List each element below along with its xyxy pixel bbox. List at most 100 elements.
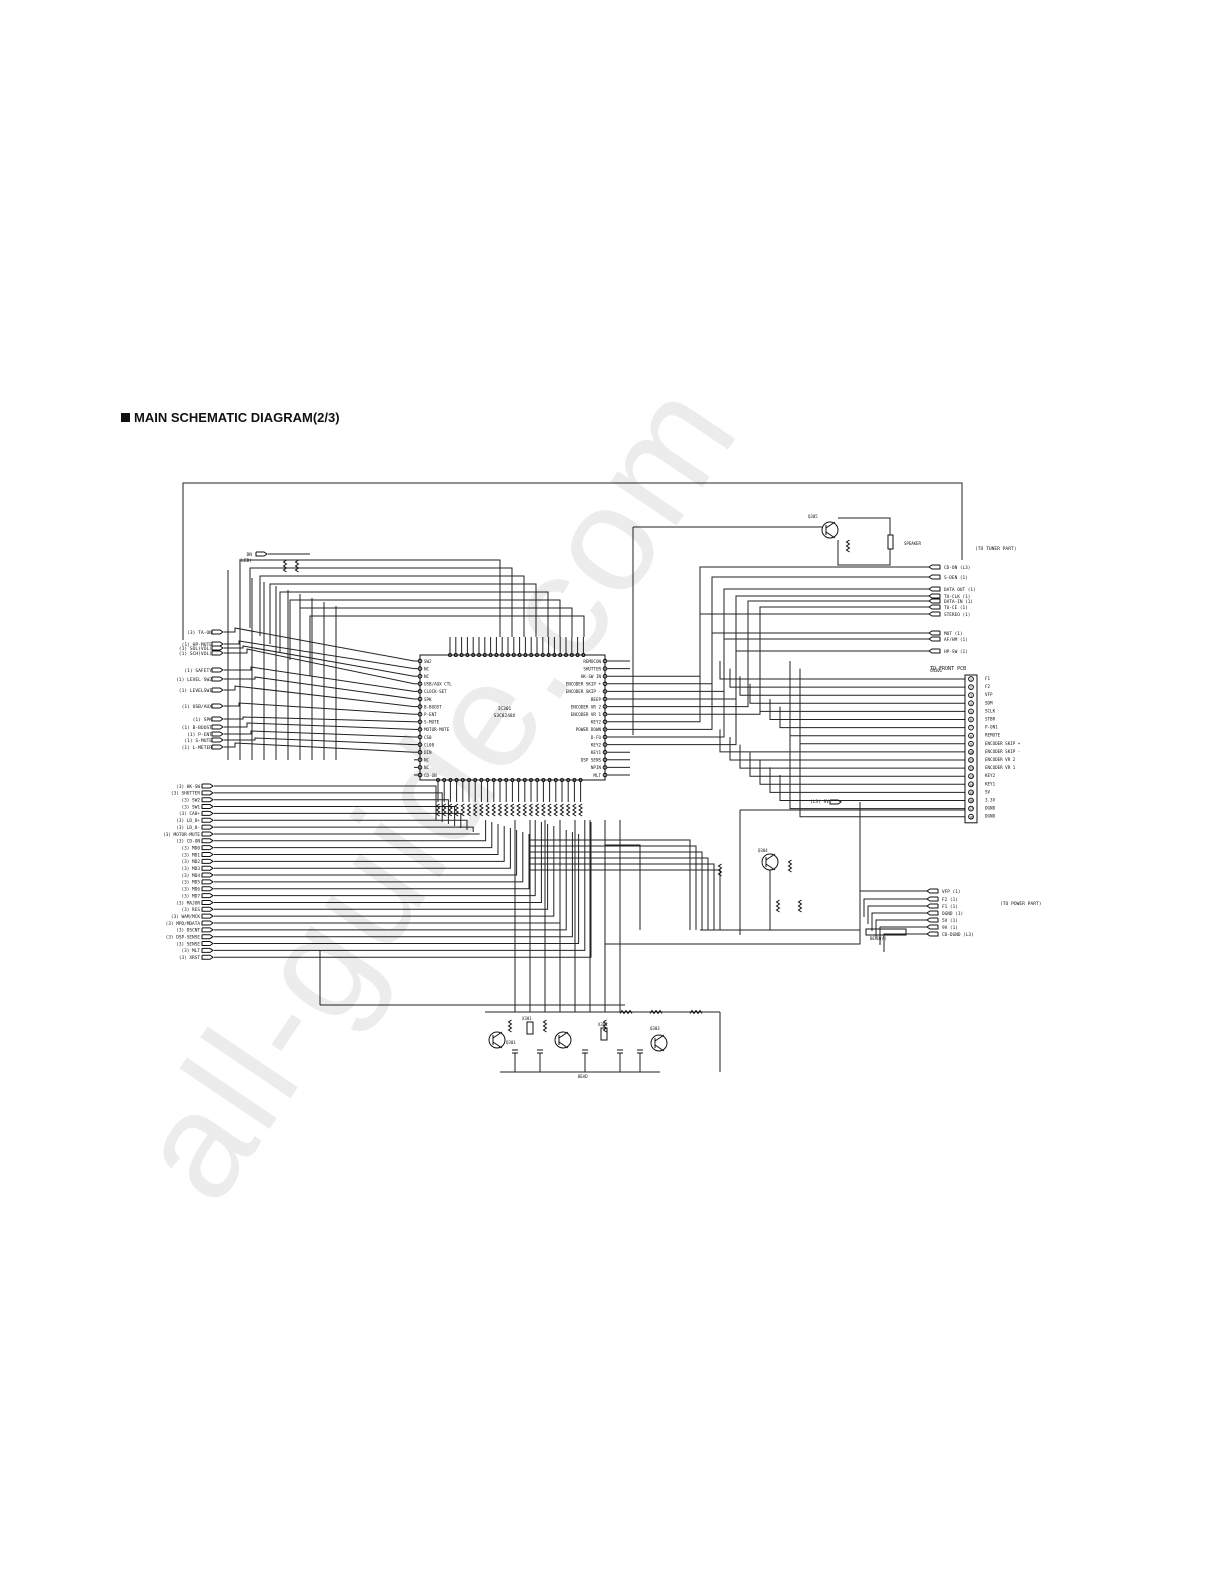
connector-tag	[928, 604, 941, 610]
connector-tag	[201, 920, 214, 926]
connector-tag	[201, 941, 214, 947]
connector-tag	[926, 931, 939, 937]
connector-pin	[968, 757, 974, 763]
ic-pin	[564, 653, 568, 657]
connector-pin	[968, 773, 974, 780]
connector-tag	[201, 906, 214, 912]
transistor-q301	[488, 1031, 506, 1049]
ic-pin-label: MOTOR-MUTE	[424, 727, 450, 732]
resistor	[559, 803, 565, 817]
transistor-collector	[654, 1034, 665, 1042]
signal-wire	[214, 828, 511, 869]
resistor	[775, 899, 781, 913]
ic-pin	[417, 727, 423, 732]
x302-label: X302	[598, 1022, 608, 1027]
component-layer	[201, 521, 978, 1054]
ic-pin	[602, 719, 608, 725]
connector-tag	[928, 586, 941, 592]
front-wire	[779, 775, 965, 801]
ic-pin-label: CS0	[424, 735, 432, 740]
led-label: (LED)	[238, 558, 252, 564]
connector-tag	[928, 611, 941, 617]
ic-pin	[500, 653, 505, 657]
right-signal-label: 5V (1)	[942, 918, 958, 924]
transistor-emitter	[492, 1041, 503, 1049]
right-signal-label: CD-DGND (L3)	[942, 932, 974, 938]
ic-pin-label: SPK	[424, 697, 432, 702]
connector-pin	[968, 797, 974, 804]
page-title: MAIN SCHEMATIC DIAGRAM(2/3)	[121, 410, 340, 425]
ic-pin	[498, 778, 502, 782]
connector-tag	[201, 858, 214, 864]
ic-pin	[560, 778, 564, 782]
front-pin-label: F1	[985, 676, 991, 681]
connector-tag	[211, 667, 224, 673]
ic-pin	[523, 653, 528, 657]
signal-wire	[214, 822, 542, 903]
ic-pin	[459, 653, 464, 657]
signal-wire	[224, 645, 415, 677]
ic-pin	[540, 653, 545, 657]
ic-pin	[417, 772, 423, 778]
connector-tag	[201, 845, 214, 851]
ic-pin	[602, 704, 608, 709]
connector-tag	[211, 650, 224, 656]
right-signal-label: TU-CLK (1)	[944, 594, 970, 600]
ic-pin-label: REMOCON	[583, 659, 601, 664]
right-signal-label: DATA-IN (1)	[944, 599, 973, 605]
ic-pin	[558, 653, 563, 657]
connector-tag	[211, 687, 224, 693]
left-signal-label: (3) MD6	[181, 887, 200, 893]
connector-pin-number: 4	[970, 702, 972, 706]
ic-pin	[417, 719, 423, 725]
top-bus-wire	[289, 599, 561, 660]
ic-pin	[602, 673, 608, 679]
power-wire	[879, 926, 927, 945]
resistor	[542, 1019, 548, 1033]
front-pin-label: VFP	[985, 692, 993, 697]
connector-pin-number: 8	[970, 734, 972, 738]
resistor	[649, 1009, 663, 1015]
connector-pin-number: 16	[969, 799, 973, 803]
left-signal-label: (1) LEVELSW1	[179, 688, 212, 694]
ic-pin	[572, 778, 577, 782]
front-wire	[789, 714, 965, 737]
connector-pin	[968, 732, 974, 739]
left-signal-label: (3) MOTOR-MUTE	[163, 832, 200, 838]
ic-pin	[510, 778, 515, 782]
ic-pin-label: DIN	[424, 750, 432, 755]
speaker-body	[887, 534, 894, 550]
right-signal-label: MUT (1)	[944, 631, 963, 637]
ic-pin	[581, 653, 586, 657]
ic-pin-label: P-ENT	[424, 712, 437, 717]
ic-pin	[602, 681, 608, 687]
connector-pin-number: 18	[969, 815, 973, 819]
left-signal-label: (1) SPK	[193, 717, 213, 723]
left-signal-label: (3) HK-SW	[176, 784, 200, 790]
ic-pin	[417, 734, 423, 740]
ic-pin	[417, 765, 423, 770]
left-signal-label: (1) LEVEL SW2	[176, 677, 212, 683]
transistor-emitter	[558, 1041, 569, 1049]
connector-pin-number: 14	[969, 783, 973, 787]
q303-label: Q303	[650, 1026, 660, 1031]
front-pin-label: ENCODER SKIP +	[985, 741, 1021, 746]
connector-tag	[201, 865, 214, 871]
right-signal-label: AF/HM (1)	[944, 637, 968, 643]
connector-tag	[201, 954, 214, 960]
top-bus-wire	[269, 583, 537, 644]
power-wire	[883, 933, 927, 952]
ic-pin	[417, 666, 423, 671]
signal-wire	[214, 822, 592, 958]
front-pin-label: REMOTE	[985, 733, 1001, 738]
connector-pin-number: 9	[970, 742, 972, 746]
ic-pin	[479, 778, 484, 782]
front-pin-label: 5V	[985, 789, 991, 794]
title-text: MAIN SCHEMATIC DIAGRAM(2/3)	[134, 410, 340, 425]
mid-wire	[530, 845, 697, 930]
connector-pin	[968, 724, 974, 731]
front-wire	[769, 699, 965, 720]
connector-tag	[211, 676, 224, 682]
ic-pin-label: CL08	[424, 742, 435, 747]
